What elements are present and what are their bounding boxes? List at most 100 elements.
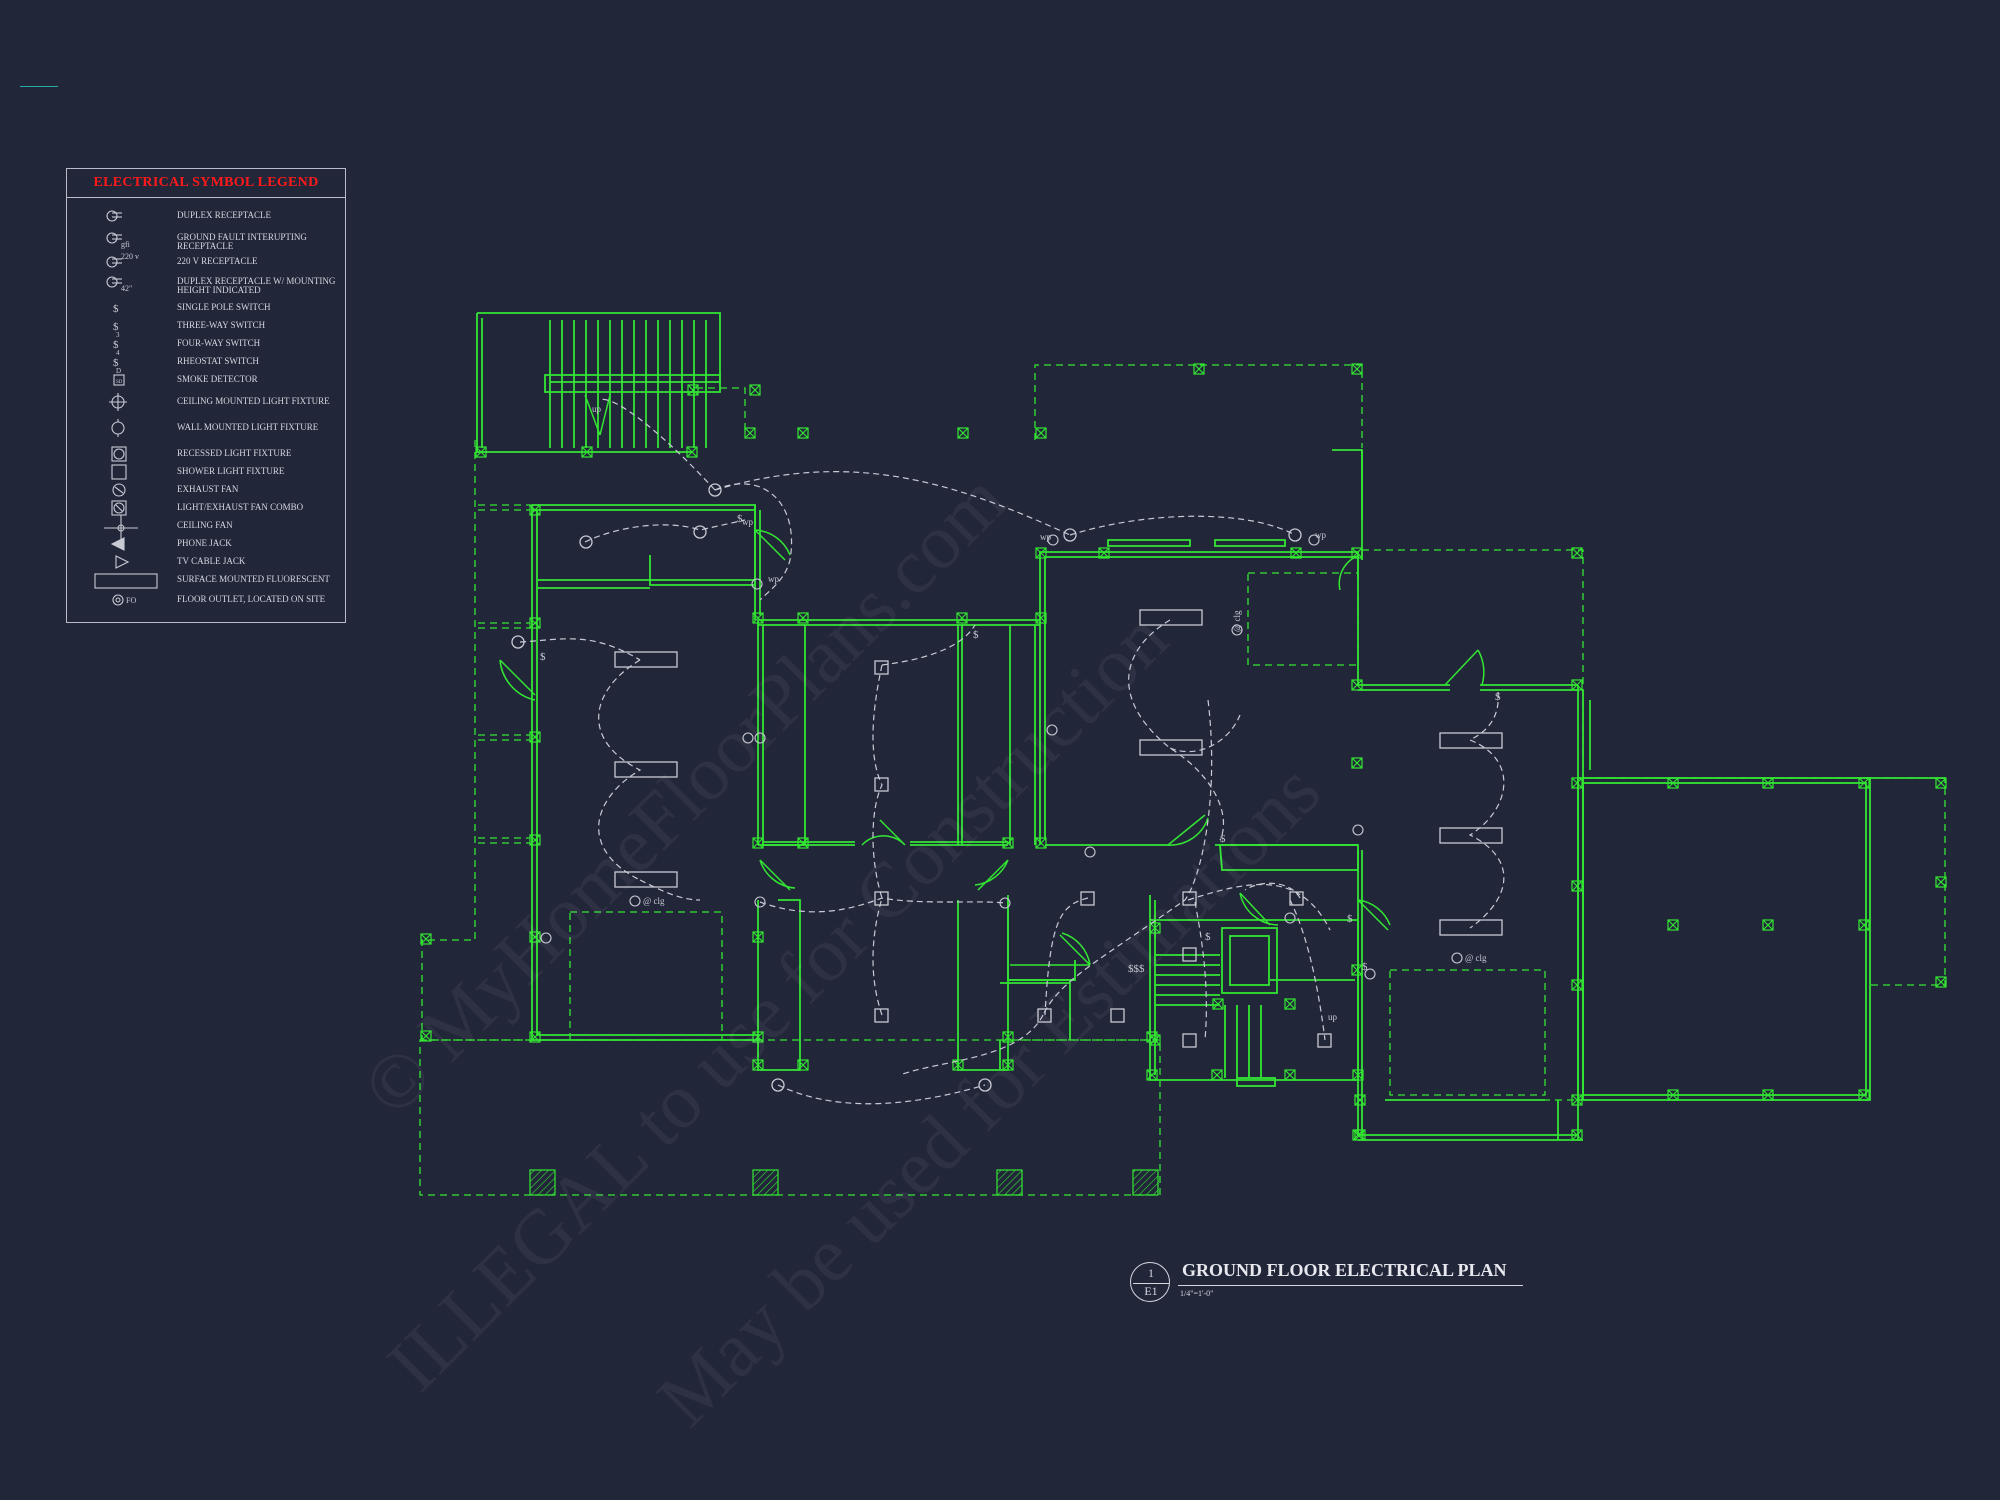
column-marker-cross <box>529 1031 541 1043</box>
column-marker-cross <box>1211 1069 1223 1081</box>
column-marker-cross <box>1149 1034 1161 1046</box>
svg-text:$: $ <box>1347 913 1353 925</box>
switch-marks: $ $ $ $ $ $ $$$ $ $ <box>540 513 1501 975</box>
legend-item-label: THREE-WAY SWITCH <box>177 320 266 330</box>
column-marker-cross <box>420 1030 432 1042</box>
column-marker-cross <box>420 933 432 945</box>
column-marker-cross <box>1212 998 1224 1010</box>
drawing-title-block: 1 E1 GROUND FLOOR ELECTRICAL PLAN 1/4"=1… <box>1130 1258 1530 1308</box>
column-marker <box>581 446 593 458</box>
svg-text:42": 42" <box>121 284 132 293</box>
ceiling-light-icon <box>109 393 127 411</box>
svg-text:3: 3 <box>116 331 120 339</box>
svg-text:$: $ <box>1220 833 1226 845</box>
legend-item-label: TV CABLE JACK <box>177 556 246 566</box>
legend-item-label: RECESSED LIGHT FIXTURE <box>177 448 292 458</box>
svg-text:$: $ <box>113 321 119 333</box>
column-marker <box>1571 979 1583 991</box>
svg-text:up: up <box>1328 1012 1338 1022</box>
column-marker-cross <box>752 612 764 624</box>
column-marker <box>529 504 541 516</box>
column-marker <box>1571 547 1583 559</box>
legend-item-label: SHOWER LIGHT FIXTURE <box>177 466 285 476</box>
hatched-posts <box>529 1169 1159 1196</box>
rheostat-switch-icon: $D <box>113 357 121 375</box>
phone-jack-icon <box>110 537 125 551</box>
column-marker-cross <box>1351 757 1363 769</box>
ceiling-fan-icon <box>104 514 138 542</box>
column-marker <box>1571 1094 1583 1106</box>
column-marker <box>1762 1089 1774 1101</box>
column-marker <box>752 837 764 849</box>
column-marker <box>1290 547 1302 559</box>
legend-item-label: FLOOR OUTLET, LOCATED ON SITE <box>177 594 326 604</box>
column-marker-cross <box>1002 837 1014 849</box>
column-marker <box>1284 1069 1296 1081</box>
column-marker <box>1571 777 1583 789</box>
column-marker <box>1035 547 1047 559</box>
svg-text:$: $ <box>540 651 546 663</box>
sheet-number: E1 <box>1144 1284 1158 1298</box>
column-marker-cross <box>1002 1031 1014 1043</box>
column-marker-cross <box>797 837 809 849</box>
recessed-light-icon <box>111 446 127 462</box>
fluorescent-icon <box>94 573 158 589</box>
column-marker <box>1352 1069 1364 1081</box>
column-marker <box>1571 1129 1583 1141</box>
column-marker-cross <box>1762 777 1774 789</box>
gfi-receptacle-icon: gfi <box>106 232 131 249</box>
column-marker <box>952 1059 964 1071</box>
svg-text:$: $ <box>737 513 743 525</box>
legend-item-label: SINGLE POLE SWITCH <box>177 302 271 312</box>
column-marker-cross <box>1002 1059 1014 1071</box>
column-marker <box>957 427 969 439</box>
legend-item-label: DUPLEX RECEPTACLE W/ MOUNTING HEIGHT IND… <box>177 276 336 295</box>
column-marker-cross <box>752 931 764 943</box>
light-fan-combo-icon <box>111 500 127 516</box>
column-marker <box>420 933 432 945</box>
column-marker <box>1035 427 1047 439</box>
svg-text:wp: wp <box>1315 530 1326 540</box>
svg-text:wp: wp <box>768 574 779 584</box>
column-marker <box>1002 1059 1014 1071</box>
svg-text:$: $ <box>1495 691 1501 703</box>
svg-text:$: $ <box>973 629 979 641</box>
column-marker <box>420 1030 432 1042</box>
svg-text:wp: wp <box>1040 532 1051 542</box>
three-way-switch-icon: $3 <box>113 321 120 339</box>
column-marker-cross <box>1351 964 1363 976</box>
svg-text:@ clg: @ clg <box>1232 610 1242 632</box>
column-marker-cross <box>1935 976 1947 988</box>
fluorescent-fixtures <box>614 609 1503 936</box>
legend-item-label: LIGHT/EXHAUST FAN COMBO <box>177 502 304 512</box>
legend-item-label: RHEOSTAT SWITCH <box>177 356 259 366</box>
title-underline <box>1178 1285 1523 1286</box>
column-marker-cross <box>1667 1089 1679 1101</box>
shower-light-icon <box>111 464 127 480</box>
column-marker-cross <box>752 837 764 849</box>
door-swings <box>499 394 1485 966</box>
ceiling-lights <box>511 483 1302 1092</box>
column-marker-cross <box>797 1059 809 1071</box>
220v-receptacle-icon: 220 v <box>106 252 139 268</box>
column-marker-cross <box>956 612 968 624</box>
column-marker <box>1351 679 1363 691</box>
svg-text:SD: SD <box>116 380 123 385</box>
column-marker-cross <box>475 446 487 458</box>
svg-text:FO: FO <box>126 596 136 605</box>
column-marker-cross <box>1284 1069 1296 1081</box>
column-marker-cross <box>529 731 541 743</box>
column-marker-cross <box>1352 1069 1364 1081</box>
legend-item-label: SMOKE DETECTOR <box>177 374 258 384</box>
column-marker-cross <box>1858 919 1870 931</box>
column-marker-cross <box>1571 547 1583 559</box>
duplex-receptacle-icon <box>106 210 122 222</box>
column-marker-cross <box>1762 1089 1774 1101</box>
legend-item-label: 220 V RECEPTACLE <box>177 256 258 266</box>
watermark-line-1: © MyHomeFloorPlans.com <box>346 456 1022 1132</box>
column-marker <box>1667 777 1679 789</box>
column-marker <box>956 612 968 624</box>
column-marker <box>1935 777 1947 789</box>
column-marker <box>752 612 764 624</box>
